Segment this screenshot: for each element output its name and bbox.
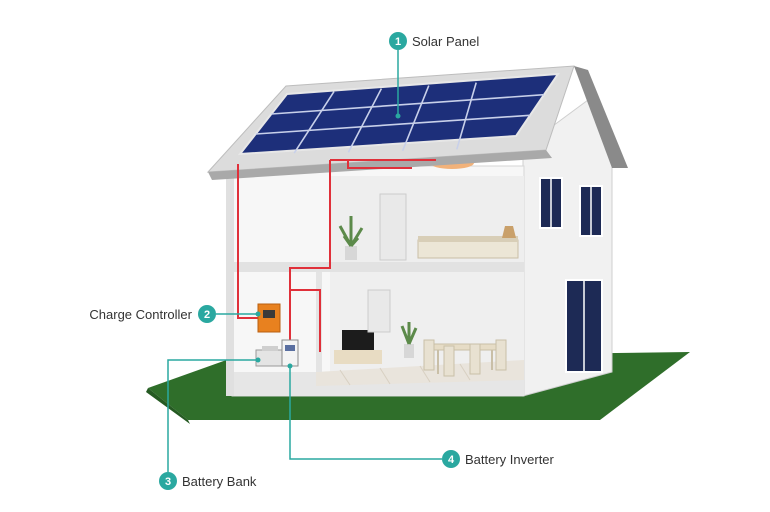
callout-charge-controller: 2 Charge Controller — [89, 305, 216, 323]
callout-badge — [198, 305, 216, 323]
callout-leader-lines — [167, 50, 442, 472]
callout-badge — [389, 32, 407, 50]
callout-solar-panel: 1 Solar Panel — [389, 32, 479, 50]
callout-battery-bank: 3 Battery Bank — [159, 472, 257, 490]
bed — [417, 239, 519, 259]
dining-table — [431, 343, 499, 351]
callout-number: 3 — [165, 476, 171, 488]
callout-number: 4 — [448, 454, 455, 466]
battery-bank — [255, 349, 285, 367]
callout-label: Charge Controller — [89, 307, 192, 322]
callout-number: 2 — [204, 309, 210, 321]
roof-ridge — [574, 66, 628, 168]
callout-label: Battery Bank — [182, 474, 257, 489]
callout-label: Solar Panel — [412, 34, 479, 49]
battery-inverter — [281, 339, 299, 367]
callout-battery-inverter: 4 Battery Inverter — [442, 450, 555, 468]
callout-badge — [159, 472, 177, 490]
callout-label: Battery Inverter — [465, 452, 555, 467]
upstairs-door — [379, 193, 407, 261]
tv — [342, 330, 374, 350]
callout-number: 1 — [395, 36, 401, 48]
power-wiring — [237, 159, 436, 352]
callout-badge — [442, 450, 460, 468]
upper-floor-slab — [232, 262, 524, 272]
